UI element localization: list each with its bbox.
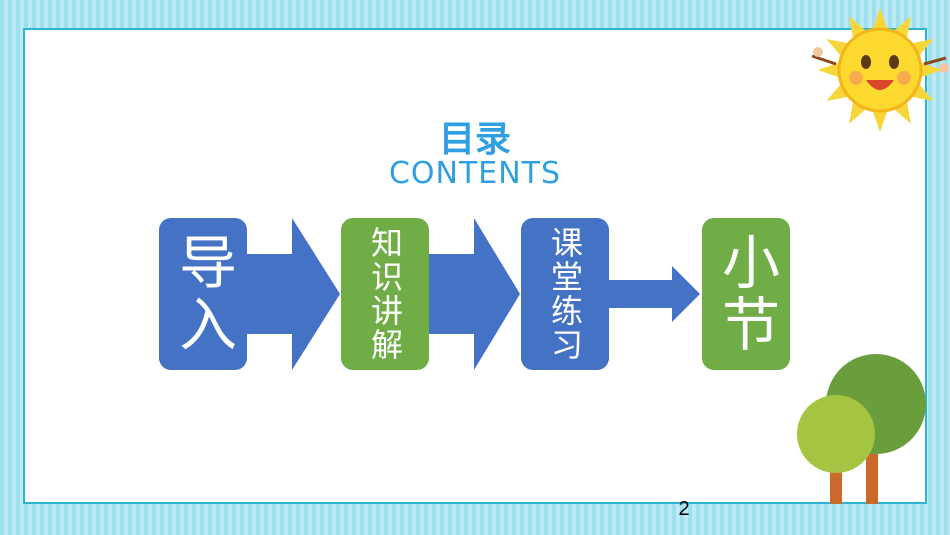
step-knowledge-label: 知识讲解 [366, 226, 404, 362]
step-intro[interactable]: 导入 [159, 218, 247, 370]
sun-icon [811, 8, 949, 132]
slide-title: 目录 [438, 119, 511, 160]
step-intro-label: 导入 [169, 232, 237, 356]
step-summary[interactable]: 小节 [702, 218, 790, 370]
arrow-3 [609, 266, 700, 322]
step-summary-label: 小节 [712, 232, 780, 356]
arrow-2 [429, 218, 520, 370]
page-number: 2 [678, 498, 690, 520]
arrow-1 [247, 218, 340, 370]
slide-subtitle: CONTENTS [388, 156, 562, 191]
step-practice-label: 课堂练习 [546, 226, 584, 362]
step-knowledge[interactable]: 知识讲解 [341, 218, 429, 370]
step-practice[interactable]: 课堂练习 [521, 218, 609, 370]
tree-icon [797, 354, 926, 504]
